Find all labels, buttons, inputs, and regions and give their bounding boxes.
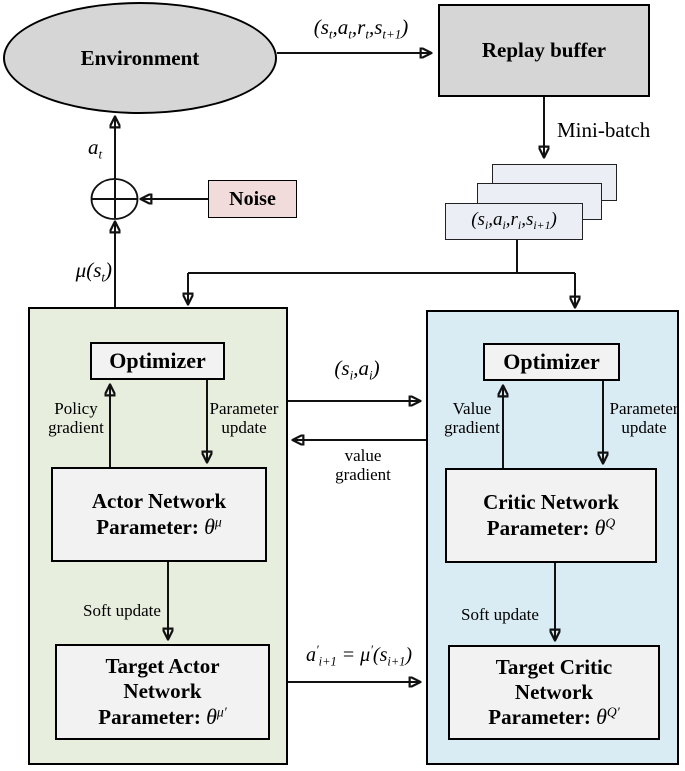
batch-sample-tuple-label: (si,ai,ri,si+1) [471, 209, 557, 233]
mini-batch-label: Mini-batch [557, 118, 651, 142]
target-critic-network-box: Target Critic Network Parameter: θQ′ [448, 645, 660, 740]
critic-network-box: Critic Network Parameter: θQ [445, 468, 657, 563]
replay-buffer-label: Replay buffer [481, 38, 607, 62]
actor-parameter-update-label: Parameter update [209, 399, 279, 438]
noise-label: Noise [229, 187, 276, 210]
state-action-label: (si,ai) [334, 356, 380, 383]
actor-network-parameter: Parameter: θμ [96, 513, 222, 539]
policy-gradient-label: Policy gradient [48, 399, 104, 438]
actor-soft-update-label: Soft update [83, 601, 161, 620]
target-actor-parameter: Parameter: θμ′ [98, 703, 227, 729]
noise-node: Noise [208, 180, 297, 218]
minibatch-card-front: (si,ai,ri,si+1) [445, 203, 583, 240]
action-label: at [88, 135, 103, 162]
critic-value-gradient-label: Value gradient [444, 399, 500, 438]
environment-label: Environment [80, 45, 200, 70]
target-critic-parameter: Parameter: θQ′ [488, 704, 620, 730]
critic-parameter-update-label: Parameter update [609, 399, 679, 438]
critic-optimizer-box: Optimizer [483, 343, 620, 381]
actor-network-title: Actor Network [91, 489, 227, 514]
environment-node: Environment [3, 2, 277, 114]
replay-buffer-node: Replay buffer [438, 4, 650, 97]
transition-tuple-label: (st,at,rt,st+1) [313, 15, 409, 42]
actor-optimizer-box: Optimizer [90, 342, 225, 380]
actor-network-box: Actor Network Parameter: θμ [51, 467, 267, 562]
target-action-eq-label: a′i+1 = μ′(si+1) [305, 643, 413, 669]
sum-junction-circle [90, 178, 139, 220]
policy-output-label: μ(st) [75, 258, 112, 285]
critic-network-title: Critic Network [483, 490, 619, 515]
value-gradient-label: value gradient [335, 446, 391, 485]
critic-soft-update-label: Soft update [461, 605, 539, 624]
target-actor-network-box: Target Actor Network Parameter: θμ′ [55, 644, 270, 740]
critic-network-parameter: Parameter: θQ [486, 514, 616, 540]
